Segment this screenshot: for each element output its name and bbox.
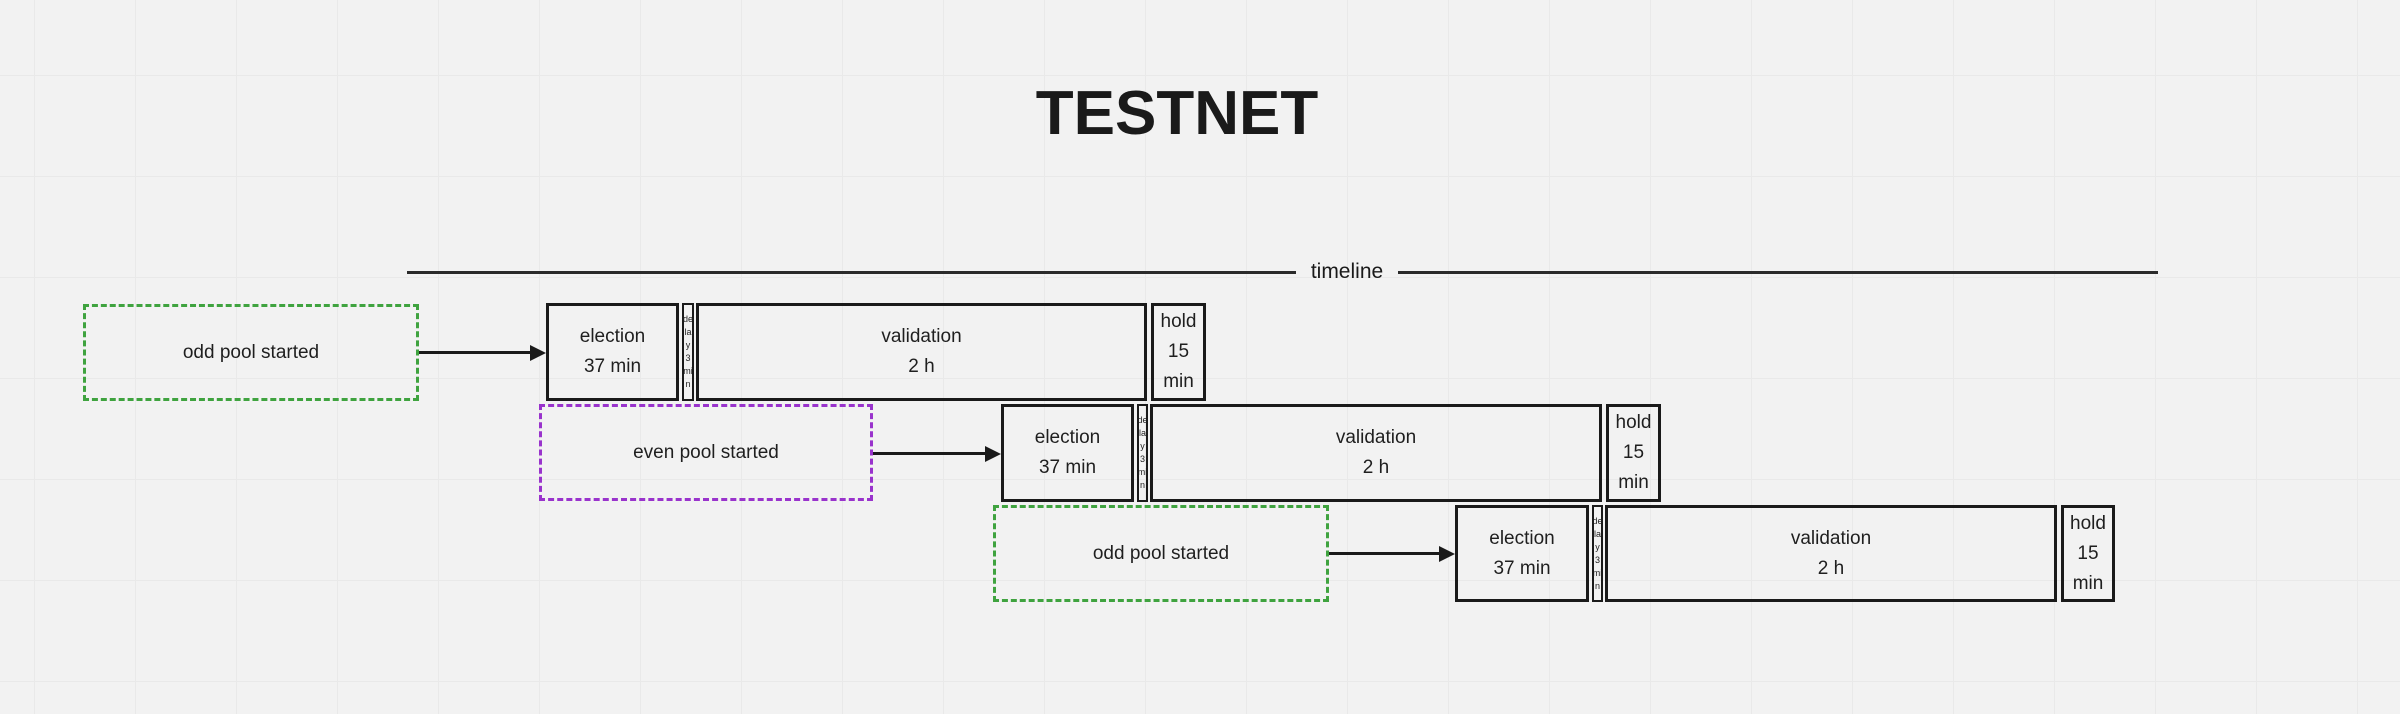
election-box: election 37 min: [546, 303, 679, 401]
election-label: election: [579, 326, 646, 347]
delay-text-line: n: [1594, 580, 1600, 591]
even-pool-started-box: even pool started: [539, 404, 873, 501]
odd-pool-started-box: odd pool started: [993, 505, 1329, 602]
delay-text-line: de: [683, 314, 694, 324]
validation-box: validation 2 h: [1150, 404, 1602, 502]
validation-duration: 2 h: [908, 356, 935, 377]
hold-text-line: hold: [1160, 311, 1197, 332]
delay-text-line: la: [1139, 428, 1147, 438]
delay-text-line: mi: [1137, 467, 1148, 477]
hold-text-line: 15: [2077, 542, 2099, 564]
start-box-label: odd pool started: [1092, 542, 1230, 564]
timeline-line-left: [407, 271, 1296, 274]
timeline-line-right: [1398, 271, 2158, 274]
election-duration: 37 min: [583, 356, 642, 377]
start-box-label: even pool started: [633, 441, 779, 463]
delay-box: de la y 3 mi n: [1592, 505, 1603, 602]
start-box-label: odd pool started: [182, 341, 320, 363]
hold-text-line: hold: [2070, 512, 2106, 534]
delay-text-line: 3: [685, 353, 691, 363]
timeline-label: timeline: [1310, 260, 1384, 283]
flow-arrow: [873, 445, 1001, 462]
election-duration: 37 min: [1493, 557, 1551, 579]
validation-label: validation: [1335, 427, 1417, 448]
validation-label: validation: [1790, 527, 1872, 549]
election-label: election: [1489, 527, 1555, 549]
election-label: election: [1034, 427, 1101, 448]
election-box: election 37 min: [1455, 505, 1589, 602]
diagram-title: TESTNET: [1035, 79, 1319, 148]
validation-duration: 2 h: [1817, 557, 1845, 579]
election-duration: 37 min: [1038, 457, 1097, 478]
odd-pool-started-box: odd pool started: [83, 304, 419, 401]
delay-text-line: de: [1592, 515, 1603, 526]
delay-box: de la y 3 mi n: [682, 303, 694, 401]
delay-text-line: y: [1595, 541, 1600, 552]
delay-box: de la y 3 mi n: [1137, 404, 1148, 502]
hold-text-line: hold: [1615, 412, 1652, 433]
hold-box: hold 15 min: [1606, 404, 1661, 502]
delay-text-line: y: [1140, 441, 1145, 451]
delay-text-line: mi: [683, 366, 693, 376]
delay-text-line: 3: [1139, 454, 1145, 464]
hold-box: hold 15 min: [2061, 505, 2115, 602]
delay-text-line: n: [685, 379, 691, 389]
election-box: election 37 min: [1001, 404, 1134, 502]
hold-text-line: min: [1618, 472, 1649, 493]
flow-arrow: [419, 344, 546, 361]
delay-text-line: mi: [1592, 567, 1603, 578]
flow-arrow: [1329, 545, 1455, 562]
hold-text-line: min: [1163, 371, 1194, 392]
hold-text-line: 15: [1167, 341, 1190, 362]
delay-text-line: n: [1139, 480, 1145, 490]
hold-text-line: min: [2072, 572, 2104, 594]
delay-text-line: la: [684, 327, 692, 337]
hold-box: hold 15 min: [1151, 303, 1206, 401]
hold-text-line: 15: [1622, 442, 1645, 463]
validation-box: validation 2 h: [1605, 505, 2057, 602]
validation-label: validation: [881, 326, 962, 347]
delay-text-line: y: [685, 340, 691, 350]
validation-box: validation 2 h: [696, 303, 1147, 401]
validation-duration: 2 h: [1362, 457, 1390, 478]
delay-text-line: de: [1137, 415, 1148, 425]
delay-text-line: 3: [1594, 554, 1600, 565]
delay-text-line: la: [1594, 528, 1602, 539]
